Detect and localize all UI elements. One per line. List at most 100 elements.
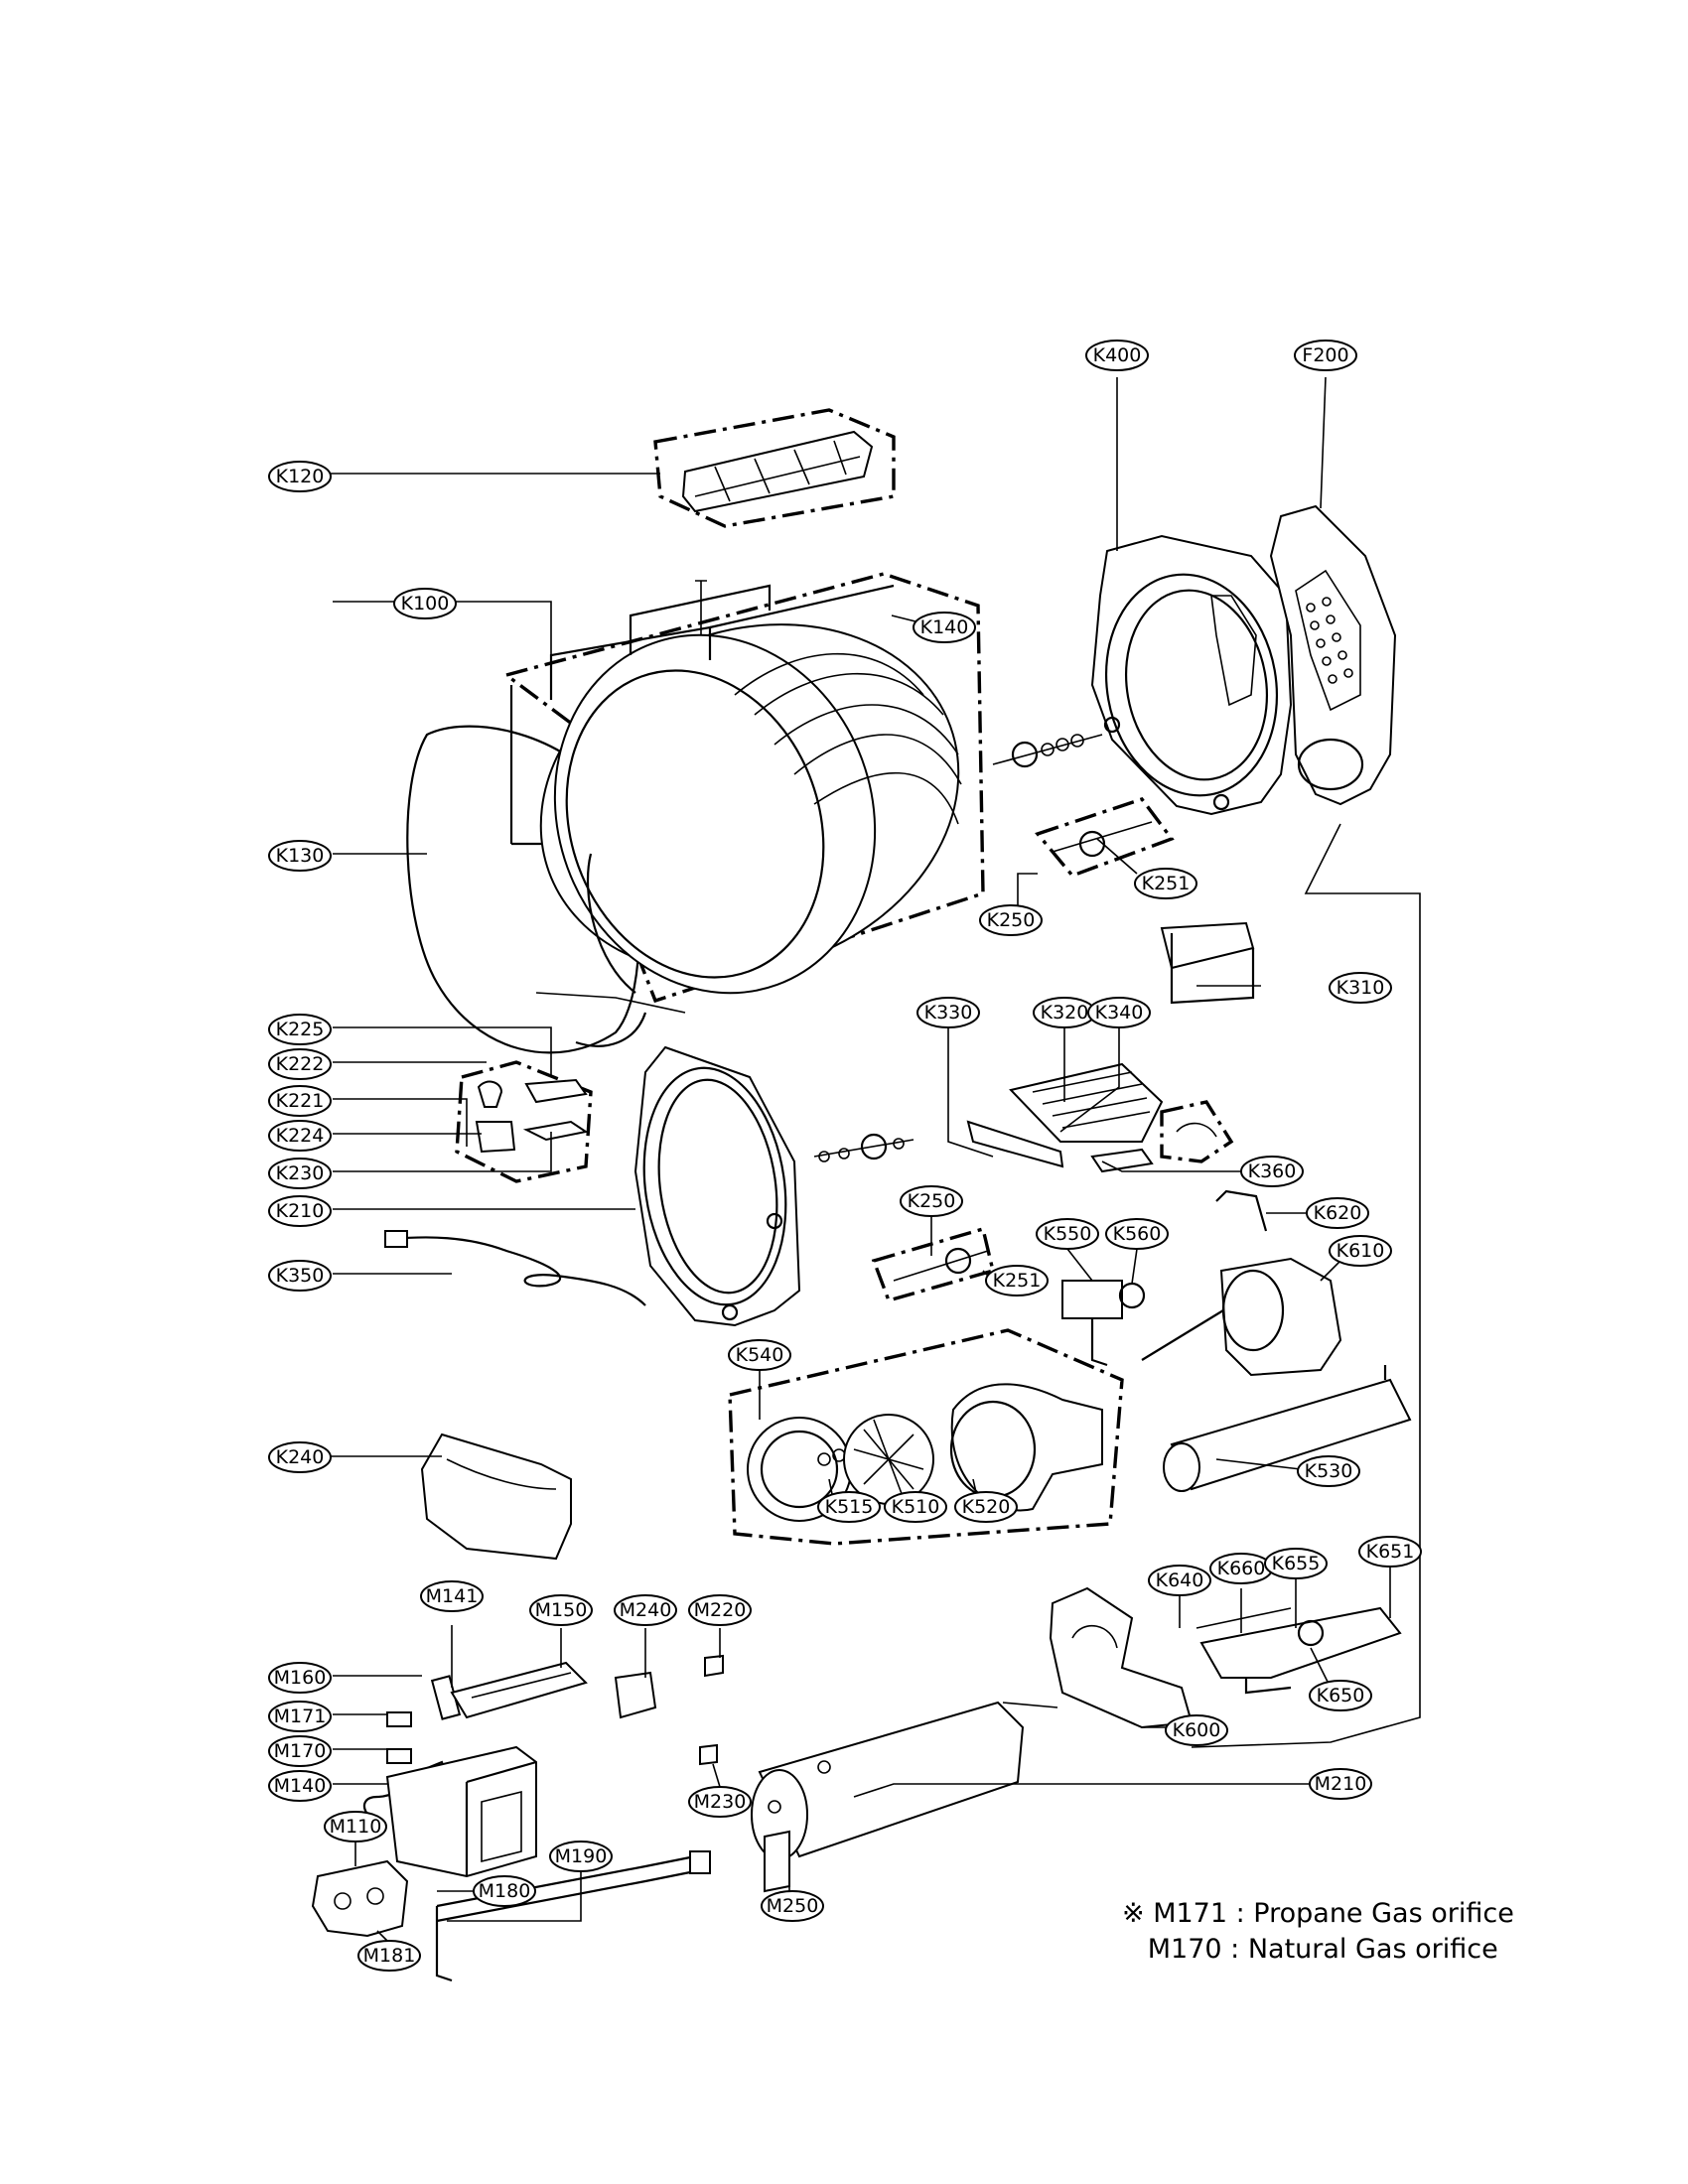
callout-M170[interactable]: M170	[268, 1735, 332, 1767]
callout-M230[interactable]: M230	[688, 1786, 752, 1818]
callout-K610[interactable]: K610	[1329, 1235, 1392, 1267]
callout-label: K350	[276, 1265, 325, 1287]
callout-M250[interactable]: M250	[761, 1890, 824, 1922]
callout-label: K620	[1314, 1202, 1362, 1224]
callout-label: K520	[962, 1496, 1011, 1518]
callout-K224[interactable]: K224	[268, 1120, 332, 1152]
callout-K510[interactable]: K510	[884, 1491, 947, 1523]
callout-label: M150	[535, 1599, 588, 1621]
callout-label: K340	[1095, 1002, 1144, 1024]
callout-K310[interactable]: K310	[1329, 972, 1392, 1004]
callout-M110[interactable]: M110	[324, 1811, 387, 1843]
callout-K400[interactable]: K400	[1085, 340, 1149, 371]
callout-label: M110	[330, 1816, 382, 1838]
callout-K240[interactable]: K240	[268, 1441, 332, 1473]
callout-F200[interactable]: F200	[1294, 340, 1357, 371]
callout-M240[interactable]: M240	[614, 1594, 677, 1626]
callout-K230[interactable]: K230	[268, 1158, 332, 1189]
callout-label: K510	[892, 1496, 940, 1518]
callout-label: K250	[908, 1190, 956, 1212]
callout-M140[interactable]: M140	[268, 1770, 332, 1802]
callout-K660[interactable]: K660	[1209, 1553, 1273, 1584]
callout-label: M181	[363, 1945, 416, 1967]
callout-K600[interactable]: K600	[1165, 1714, 1228, 1746]
callout-K140[interactable]: K140	[913, 612, 976, 643]
callout-label: M170	[274, 1740, 327, 1762]
callout-label: M250	[767, 1895, 819, 1917]
callout-K225[interactable]: K225	[268, 1014, 332, 1045]
callout-label: K660	[1217, 1558, 1266, 1579]
callout-M210[interactable]: M210	[1309, 1768, 1372, 1800]
callout-label: M230	[694, 1791, 747, 1813]
callout-K651[interactable]: K651	[1358, 1536, 1422, 1568]
callout-label: K655	[1272, 1553, 1321, 1574]
callout-K251-lower[interactable]: K251	[985, 1265, 1049, 1297]
callout-K130[interactable]: K130	[268, 840, 332, 872]
callout-M150[interactable]: M150	[529, 1594, 593, 1626]
callout-label: M240	[620, 1599, 672, 1621]
callout-K100[interactable]: K100	[393, 588, 457, 619]
callout-label: K651	[1366, 1541, 1415, 1563]
callout-K120[interactable]: K120	[268, 461, 332, 492]
callout-label: K515	[825, 1496, 874, 1518]
callout-label: K600	[1173, 1719, 1221, 1741]
callout-label: K550	[1044, 1223, 1092, 1245]
callout-K620[interactable]: K620	[1306, 1197, 1369, 1229]
callout-M181[interactable]: M181	[357, 1940, 421, 1972]
callout-label: M160	[274, 1667, 327, 1689]
callout-label: M171	[274, 1706, 327, 1727]
callout-K222[interactable]: K222	[268, 1048, 332, 1080]
callout-label: K610	[1336, 1240, 1385, 1262]
callout-K330[interactable]: K330	[916, 997, 980, 1028]
callout-K560[interactable]: K560	[1105, 1218, 1169, 1250]
callout-label: K130	[276, 845, 325, 867]
callout-K340[interactable]: K340	[1087, 997, 1151, 1028]
callout-M160[interactable]: M160	[268, 1662, 332, 1694]
callout-label: K530	[1305, 1460, 1353, 1482]
callout-K520[interactable]: K520	[954, 1491, 1018, 1523]
footnote-natural-gas: M170 : Natural Gas orifice	[1122, 1934, 1498, 1965]
callout-K655[interactable]: K655	[1264, 1548, 1328, 1579]
callout-label: K540	[736, 1344, 784, 1366]
callout-label: K240	[276, 1446, 325, 1468]
callout-label: K222	[276, 1053, 325, 1075]
callout-M141[interactable]: M141	[420, 1580, 484, 1612]
callout-K221[interactable]: K221	[268, 1085, 332, 1117]
callout-label: K400	[1093, 344, 1142, 366]
callout-label: M140	[274, 1775, 327, 1797]
callout-M171[interactable]: M171	[268, 1701, 332, 1732]
callout-M180[interactable]: M180	[473, 1875, 536, 1907]
callout-label: K100	[401, 593, 450, 614]
callout-K530[interactable]: K530	[1297, 1455, 1360, 1487]
callout-label: K120	[276, 466, 325, 487]
callout-label: F200	[1302, 344, 1348, 366]
callout-K320[interactable]: K320	[1033, 997, 1096, 1028]
callout-label: K560	[1113, 1223, 1162, 1245]
callout-K250-upper[interactable]: K250	[979, 904, 1043, 936]
callout-K650[interactable]: K650	[1309, 1680, 1372, 1711]
callout-label: M180	[479, 1880, 531, 1902]
callout-label: K640	[1156, 1570, 1204, 1591]
callout-label: K360	[1248, 1160, 1297, 1182]
callout-label: M190	[555, 1845, 608, 1867]
callout-K640[interactable]: K640	[1148, 1565, 1211, 1596]
callout-label: M141	[426, 1585, 479, 1607]
callout-K360[interactable]: K360	[1240, 1156, 1304, 1187]
callout-label: K224	[276, 1125, 325, 1147]
callout-label: M220	[694, 1599, 747, 1621]
callout-K251-upper[interactable]: K251	[1134, 868, 1197, 899]
callout-M220[interactable]: M220	[688, 1594, 752, 1626]
leader-lines	[328, 376, 1421, 1942]
callout-K350[interactable]: K350	[268, 1260, 332, 1292]
callout-label: K330	[924, 1002, 973, 1024]
callout-K550[interactable]: K550	[1036, 1218, 1099, 1250]
callout-K250-lower[interactable]: K250	[900, 1185, 963, 1217]
callout-label: K210	[276, 1200, 325, 1222]
callout-K515[interactable]: K515	[817, 1491, 881, 1523]
callout-K210[interactable]: K210	[268, 1195, 332, 1227]
callout-label: K221	[276, 1090, 325, 1112]
callout-M190[interactable]: M190	[549, 1841, 613, 1872]
callout-K540[interactable]: K540	[728, 1339, 791, 1371]
callout-label: K251	[1142, 873, 1191, 894]
